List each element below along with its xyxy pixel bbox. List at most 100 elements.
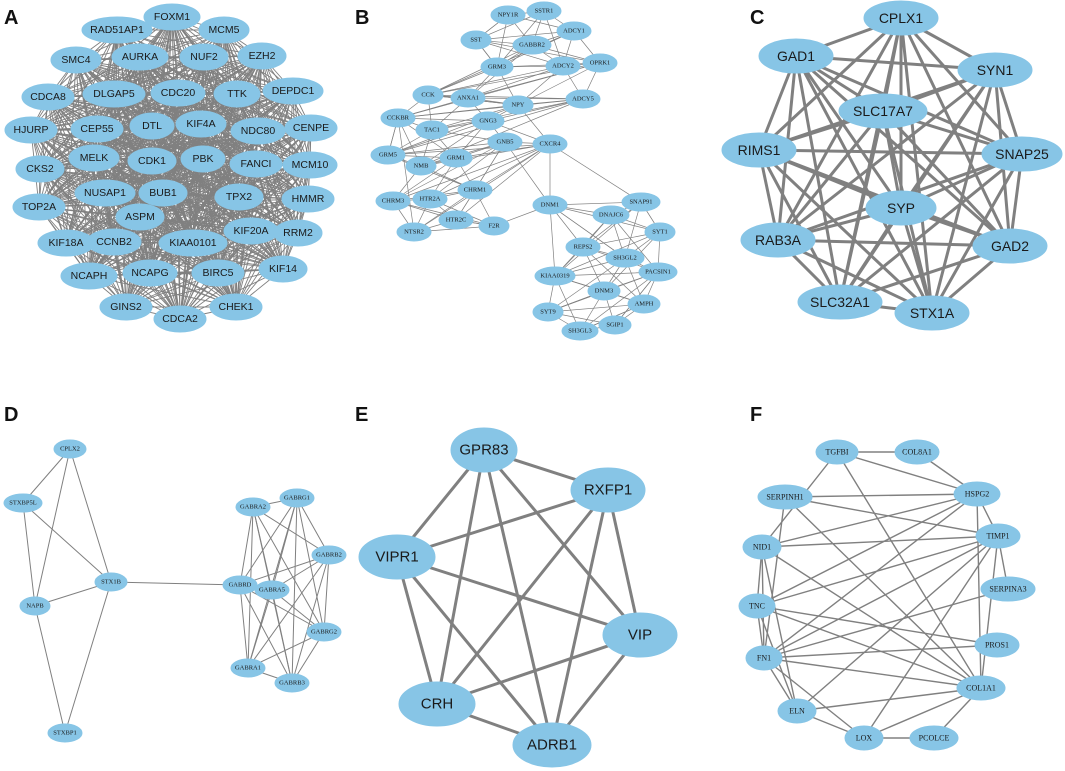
edge-b-dnm1-sh3gl2 bbox=[549, 204, 626, 259]
node-label: STX1A bbox=[910, 305, 955, 321]
node-label: REPS2 bbox=[574, 244, 593, 251]
node-label: PBK bbox=[192, 153, 213, 165]
edge-d-gabrg1-gabrg2 bbox=[296, 497, 325, 633]
node-c-cplx1: CPLX1 bbox=[863, 0, 939, 36]
node-label: DNM3 bbox=[595, 288, 613, 295]
node-shape bbox=[956, 675, 1006, 701]
edge-a-pbk-kif14 bbox=[202, 158, 284, 270]
node-shape bbox=[532, 134, 568, 154]
node-b-htr2c: HTR2C bbox=[438, 210, 474, 230]
node-label: GABRA5 bbox=[259, 587, 285, 594]
node-a-fanci: FANCI bbox=[229, 150, 283, 178]
node-shape bbox=[274, 673, 310, 693]
node-label: ELN bbox=[789, 707, 805, 716]
edge-b-cxcr4-htr2a bbox=[429, 143, 551, 200]
node-shape bbox=[19, 596, 51, 616]
node-shape bbox=[129, 112, 175, 140]
node-b-snap91: SNAP91 bbox=[621, 192, 661, 212]
node-b-pacsin1: PACSIN1 bbox=[638, 262, 678, 282]
edge-f-hspg2-nid1 bbox=[761, 493, 978, 548]
node-label: DEPDC1 bbox=[272, 85, 315, 97]
node-label: CDC20 bbox=[161, 87, 196, 99]
node-shape bbox=[512, 35, 552, 55]
node-shape bbox=[380, 108, 416, 128]
node-label: GABRB3 bbox=[279, 680, 305, 687]
node-a-ezh2: EZH2 bbox=[237, 42, 287, 70]
edge-f-col1a1-eln bbox=[796, 687, 982, 712]
edge-b-cxcr4-chrm3 bbox=[392, 143, 551, 202]
node-a-rad51ap1: RAD51AP1 bbox=[81, 16, 153, 44]
node-shape bbox=[21, 83, 75, 111]
node-shape bbox=[4, 116, 58, 144]
node-label: CCNB2 bbox=[96, 236, 132, 248]
edge-a-ndc80-melk bbox=[93, 130, 259, 159]
node-f-tgfbi: TGFBI bbox=[815, 439, 859, 465]
edge-e-vipr1-crh bbox=[395, 555, 439, 706]
node-label: ASPM bbox=[125, 211, 155, 223]
panel-label-e: E bbox=[355, 404, 368, 426]
node-label: TGFBI bbox=[825, 448, 848, 457]
node-shape bbox=[532, 195, 568, 215]
node-b-cxcr4: CXCR4 bbox=[532, 134, 568, 154]
node-shape bbox=[86, 228, 142, 256]
node-b-adcy2: ADCY2 bbox=[545, 56, 581, 76]
node-label: CCK bbox=[421, 92, 435, 99]
node-a-gins2: GINS2 bbox=[99, 293, 153, 321]
node-d-gabrd: GABRD bbox=[222, 575, 258, 595]
node-a-kif4a: KIF4A bbox=[175, 110, 227, 138]
edge-b-gabbr2-cck bbox=[427, 44, 533, 96]
node-shape bbox=[230, 658, 266, 678]
edge-f-timp1-tnc bbox=[756, 535, 999, 607]
node-label: PROS1 bbox=[985, 641, 1009, 650]
node-label: NTSR2 bbox=[404, 229, 424, 236]
node-label: AMPH bbox=[635, 301, 654, 308]
node-c-syn1: SYN1 bbox=[957, 52, 1033, 88]
node-c-syp: SYP bbox=[865, 190, 937, 226]
node-shape bbox=[175, 110, 227, 138]
panel-label-a: A bbox=[4, 7, 18, 29]
node-label: NCAPH bbox=[71, 270, 108, 282]
edge-e-rxfp1-adrb1 bbox=[550, 488, 610, 747]
node-shape bbox=[471, 111, 505, 131]
node-d-cplx2: CPLX2 bbox=[53, 439, 87, 459]
edge-e-vipr1-adrb1 bbox=[395, 555, 554, 747]
node-shape bbox=[405, 156, 437, 176]
node-label: HTR2A bbox=[420, 196, 441, 203]
edge-a-top2a-cdca2 bbox=[38, 206, 181, 320]
node-d-gabrg2: GABRG2 bbox=[306, 622, 342, 642]
node-label: RRM2 bbox=[283, 227, 313, 239]
node-label: GABRG1 bbox=[284, 495, 310, 502]
node-b-adcy5: ADCY5 bbox=[565, 89, 601, 109]
node-label: NDC80 bbox=[241, 125, 276, 137]
node-label: SYN1 bbox=[977, 62, 1014, 78]
node-shape bbox=[777, 698, 817, 724]
node-label: CRH bbox=[421, 696, 454, 713]
node-a-rrm2: RRM2 bbox=[273, 219, 323, 247]
edge-b-cxcr4-htr2c bbox=[455, 143, 551, 221]
edge-f-timp1-fn1 bbox=[763, 535, 999, 659]
node-d-gabrb2: GABRB2 bbox=[311, 545, 347, 565]
node-shape bbox=[50, 46, 102, 74]
node-b-gnb5: GNB5 bbox=[487, 132, 523, 152]
edge-e-gpr83-adrb1 bbox=[482, 448, 554, 747]
node-label: COL1A1 bbox=[966, 684, 996, 693]
edge-f-fn1-lox bbox=[763, 657, 865, 739]
node-shape bbox=[273, 219, 323, 247]
node-d-stx1b: STX1B bbox=[94, 572, 128, 592]
node-label: BUB1 bbox=[149, 187, 177, 199]
node-label: COL8A1 bbox=[902, 448, 932, 457]
node-a-bub1: BUB1 bbox=[138, 179, 188, 207]
node-f-nid1: NID1 bbox=[742, 534, 782, 560]
node-label: VIPR1 bbox=[375, 549, 418, 566]
node-shape bbox=[565, 237, 601, 257]
node-shape bbox=[398, 681, 476, 727]
node-label: SH3GL3 bbox=[568, 328, 591, 335]
node-shape bbox=[605, 248, 645, 268]
node-shape bbox=[370, 145, 406, 165]
edge-a-mcm10-ncaph bbox=[88, 164, 311, 277]
edge-a-melk-tpx2 bbox=[93, 157, 240, 198]
node-shape bbox=[460, 30, 492, 50]
node-label: SERPINA3 bbox=[989, 585, 1026, 594]
node-f-timp1: TIMP1 bbox=[975, 523, 1021, 549]
node-shape bbox=[358, 534, 436, 580]
